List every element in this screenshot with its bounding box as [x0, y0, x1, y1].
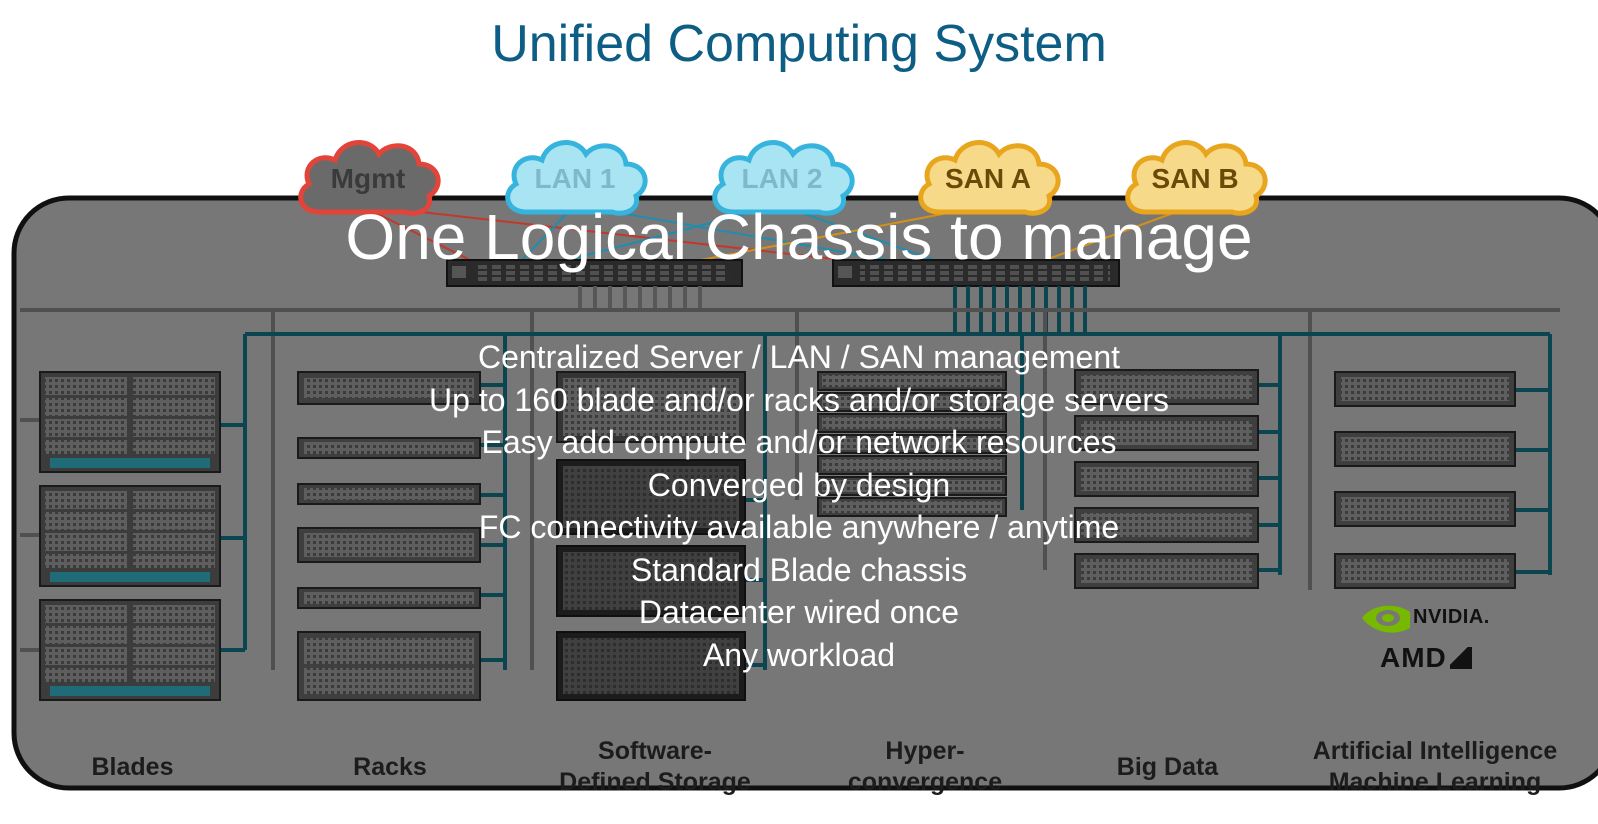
cloud-label: LAN 2	[742, 163, 823, 194]
fabric-a-bus	[20, 308, 1560, 670]
cloud-label: SAN A	[945, 163, 1031, 194]
cloud-mgmt: Mgmt	[301, 143, 438, 214]
hci-node	[817, 476, 1007, 496]
storage-server	[556, 459, 746, 535]
cloud-lan-2: LAN 2	[715, 143, 852, 214]
feature-item: FC connectivity available anywhere / any…	[478, 509, 1120, 545]
ai-server	[1334, 553, 1516, 589]
category-ai-ml: Artificial Intelligence Machine Learning	[1290, 736, 1580, 798]
category-line: Software-	[598, 737, 712, 765]
hci-node	[817, 455, 1007, 475]
rack-server	[297, 483, 481, 505]
feature-list: Centralized Server / LAN / SAN managemen…	[0, 336, 1598, 676]
bigdata-server	[1074, 415, 1259, 451]
feature-item: Up to 160 blade and/or racks and/or stor…	[429, 381, 1169, 418]
feature-item: Standard Blade chassis	[630, 551, 968, 588]
fabric-interconnect-b	[832, 259, 1120, 287]
category-line: Machine Learning	[1328, 768, 1542, 796]
bigdata-servers-group	[1074, 369, 1259, 589]
storage-server	[556, 545, 746, 617]
rack-server	[297, 437, 481, 459]
page-title: Unified Computing System	[491, 15, 1107, 73]
hci-node	[817, 413, 1007, 433]
category-line: Artificial Intelligence	[1312, 737, 1558, 765]
ai-server	[1334, 431, 1516, 467]
cloud-label: SAN B	[1151, 163, 1238, 194]
blade-chassis	[39, 599, 221, 701]
bigdata-server	[1074, 507, 1259, 543]
amd-logo-text: AMD	[1380, 642, 1447, 673]
hci-nodes-group	[817, 371, 1007, 517]
rack-server	[297, 631, 481, 701]
hci-node	[817, 371, 1007, 391]
feature-item: Any workload	[702, 636, 896, 673]
rack-server	[297, 371, 481, 405]
category-line: Defined Storage	[559, 768, 751, 796]
category-hyperconvergence: Hyper- convergence	[825, 736, 1025, 798]
rack-servers-group	[297, 371, 481, 701]
category-line: Hyper-	[885, 737, 965, 765]
cloud-label: Mgmt	[331, 163, 406, 194]
category-big-data: Big Data	[1116, 753, 1219, 781]
rack-server	[297, 527, 481, 563]
fabric-interconnect-a	[446, 259, 743, 287]
storage-server	[556, 371, 746, 443]
fi-a-downlinks	[578, 286, 702, 310]
nvidia-logo: NVIDIA.	[1413, 606, 1490, 628]
storage-servers-group	[556, 371, 746, 701]
blade-chassis-group	[39, 371, 221, 701]
cloud-lan-1: LAN 1	[508, 143, 645, 214]
network-clouds: Mgmt LAN 1 LAN 2 SAN A SAN B	[301, 143, 1265, 214]
category-software-defined-storage: Software- Defined Storage	[545, 736, 765, 798]
bigdata-server	[1074, 461, 1259, 497]
feature-item: Datacenter wired once	[638, 594, 960, 630]
hci-node	[817, 434, 1007, 454]
ai-server	[1334, 491, 1516, 527]
cloud-san-a: SAN A	[921, 143, 1058, 214]
cloud-san-b: SAN B	[1128, 143, 1265, 214]
hci-node	[817, 392, 1007, 412]
bigdata-server	[1074, 369, 1259, 405]
ai-servers-group	[1334, 371, 1516, 589]
headline: One Logical Chassis to manage	[345, 201, 1253, 273]
bigdata-server	[1074, 553, 1259, 589]
amd-logo: AMD	[1380, 642, 1472, 674]
nvidia-eye-icon	[1362, 605, 1410, 633]
category-racks: Racks	[353, 753, 427, 781]
ai-server	[1334, 371, 1516, 407]
cloud-label: LAN 1	[535, 163, 616, 194]
storage-server	[556, 631, 746, 701]
amd-arrow-icon	[1449, 647, 1472, 669]
rack-server	[297, 587, 481, 609]
hci-node	[817, 497, 1007, 517]
fabric-b-bus	[220, 332, 1552, 670]
blade-chassis	[39, 485, 221, 587]
feature-item: Converged by design	[647, 466, 951, 503]
feature-item: Easy add compute and/or network resource…	[481, 424, 1117, 460]
category-blades: Blades	[91, 753, 174, 781]
category-line: convergence	[847, 768, 1003, 796]
feature-item: Centralized Server / LAN / SAN managemen…	[477, 339, 1121, 375]
blade-chassis	[39, 371, 221, 473]
